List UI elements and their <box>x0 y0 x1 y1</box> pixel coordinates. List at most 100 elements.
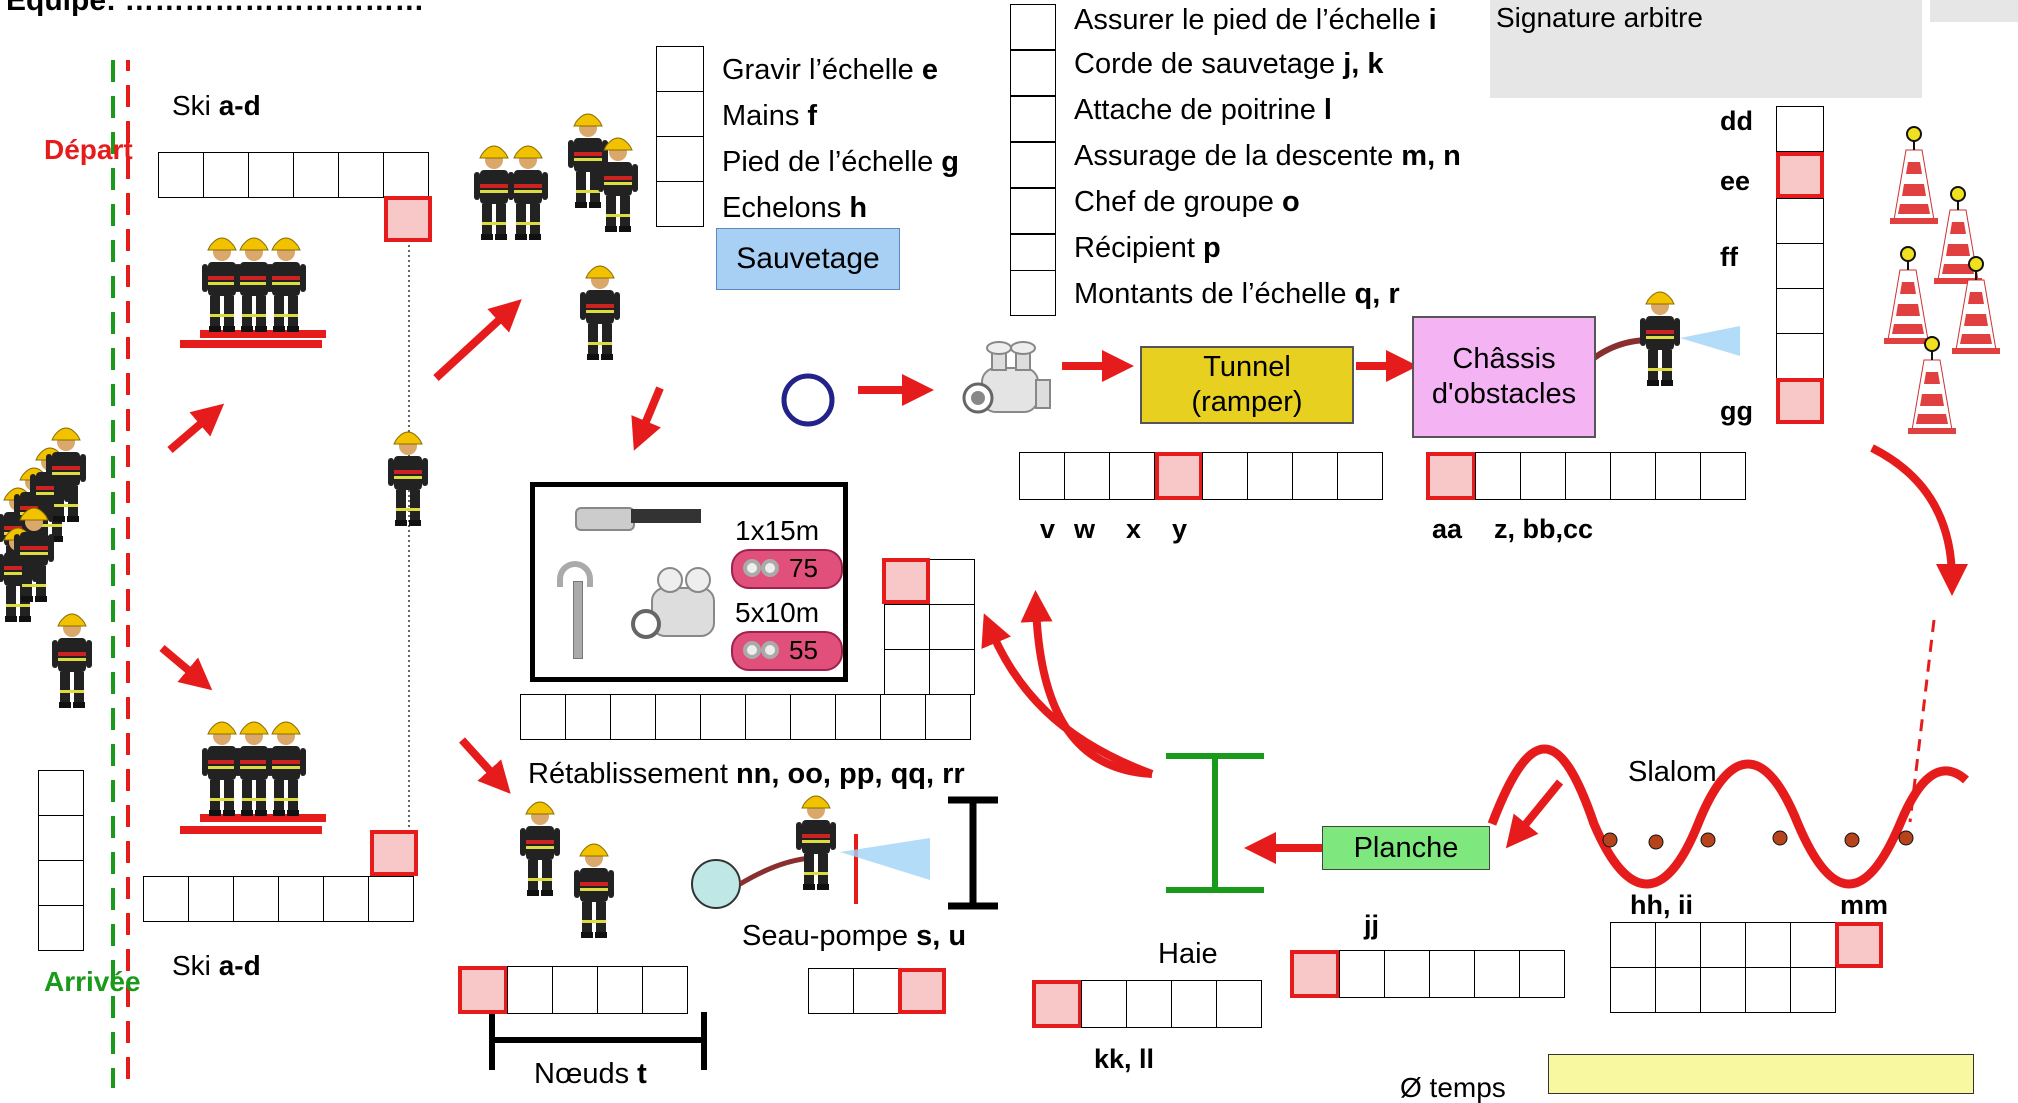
score-cell[interactable] <box>1745 922 1791 968</box>
score-cell[interactable] <box>1655 922 1701 968</box>
score-cell[interactable] <box>188 876 234 922</box>
score-cell[interactable] <box>1064 452 1110 500</box>
score-cell-highlighted[interactable] <box>1290 950 1340 998</box>
score-cell[interactable] <box>1655 452 1701 500</box>
score-cell[interactable] <box>1776 288 1824 334</box>
score-cell[interactable] <box>1171 980 1217 1028</box>
checkbox[interactable] <box>656 46 704 92</box>
score-cell[interactable] <box>248 152 294 198</box>
score-cell[interactable] <box>835 694 881 740</box>
score-cell[interactable] <box>1019 452 1065 500</box>
score-cell[interactable] <box>368 876 414 922</box>
score-cell[interactable] <box>1247 452 1293 500</box>
score-cell[interactable] <box>1565 452 1611 500</box>
score-cell[interactable] <box>790 694 836 740</box>
score-cell[interactable] <box>323 876 369 922</box>
score-cell[interactable] <box>383 152 429 198</box>
score-cell[interactable] <box>1475 452 1521 500</box>
tunnel-box[interactable]: Tunnel (ramper) <box>1140 346 1354 424</box>
score-cell[interactable] <box>1081 980 1127 1028</box>
score-cell[interactable] <box>293 152 339 198</box>
score-cell[interactable] <box>880 694 926 740</box>
score-cell[interactable] <box>929 649 975 695</box>
score-cell[interactable] <box>278 876 324 922</box>
score-cell[interactable] <box>1429 950 1475 998</box>
score-cell[interactable] <box>929 559 975 605</box>
score-cell[interactable] <box>1610 452 1656 500</box>
checkbox[interactable] <box>656 181 704 227</box>
score-cell[interactable] <box>203 152 249 198</box>
score-cell[interactable] <box>158 152 204 198</box>
score-cell[interactable] <box>1610 922 1656 968</box>
temps-field[interactable] <box>1548 1054 1974 1094</box>
score-cell[interactable] <box>853 968 899 1014</box>
score-cell[interactable] <box>1519 950 1565 998</box>
score-cell[interactable] <box>700 694 746 740</box>
score-cell-highlighted[interactable] <box>1776 152 1824 198</box>
score-cell[interactable] <box>929 604 975 650</box>
score-cell[interactable] <box>233 876 279 922</box>
score-cell[interactable] <box>1126 980 1172 1028</box>
score-cell[interactable] <box>520 694 566 740</box>
planche-box[interactable]: Planche <box>1322 826 1490 870</box>
checkbox[interactable] <box>1010 270 1056 316</box>
score-cell[interactable] <box>1745 967 1791 1013</box>
score-cell[interactable] <box>1790 967 1836 1013</box>
score-cell-highlighted[interactable] <box>1032 980 1082 1028</box>
score-cell[interactable] <box>884 604 930 650</box>
score-cell[interactable] <box>38 770 84 816</box>
score-cell[interactable] <box>552 966 598 1014</box>
score-cell[interactable] <box>143 876 189 922</box>
checkbox[interactable] <box>1010 4 1056 50</box>
score-cell-highlighted[interactable] <box>1426 452 1476 500</box>
score-cell[interactable] <box>808 968 854 1014</box>
checkbox[interactable] <box>656 91 704 137</box>
score-cell[interactable] <box>1292 452 1338 500</box>
score-cell-highlighted[interactable] <box>384 196 432 242</box>
referee-signature-box[interactable]: Signature arbitre <box>1490 0 1922 98</box>
score-cell[interactable] <box>1216 980 1262 1028</box>
score-cell[interactable] <box>1655 967 1701 1013</box>
score-cell[interactable] <box>745 694 791 740</box>
score-cell[interactable] <box>655 694 701 740</box>
checkbox[interactable] <box>1010 96 1056 142</box>
score-cell[interactable] <box>1202 452 1248 500</box>
checkbox[interactable] <box>1010 50 1056 96</box>
score-cell[interactable] <box>38 905 84 951</box>
score-cell-highlighted[interactable] <box>1155 452 1203 500</box>
score-cell-highlighted[interactable] <box>898 968 946 1014</box>
score-cell[interactable] <box>565 694 611 740</box>
score-cell[interactable] <box>1337 452 1383 500</box>
score-cell-highlighted[interactable] <box>370 830 418 876</box>
score-cell[interactable] <box>1610 967 1656 1013</box>
score-cell-highlighted[interactable] <box>1776 378 1824 424</box>
score-cell[interactable] <box>642 966 688 1014</box>
score-cell[interactable] <box>38 860 84 906</box>
score-cell[interactable] <box>1776 333 1824 379</box>
score-cell[interactable] <box>1776 243 1824 289</box>
checkbox[interactable] <box>1010 188 1056 234</box>
score-cell[interactable] <box>1700 452 1746 500</box>
score-cell[interactable] <box>925 694 971 740</box>
score-cell-highlighted[interactable] <box>1835 922 1883 968</box>
score-cell[interactable] <box>1109 452 1155 500</box>
score-cell[interactable] <box>38 815 84 861</box>
score-cell[interactable] <box>1700 922 1746 968</box>
score-cell[interactable] <box>884 649 930 695</box>
chassis-box[interactable]: Châssis d'obstacles <box>1412 316 1596 438</box>
checkbox[interactable] <box>1010 142 1056 188</box>
score-cell[interactable] <box>1520 452 1566 500</box>
score-cell[interactable] <box>1700 967 1746 1013</box>
score-cell[interactable] <box>1474 950 1520 998</box>
score-cell[interactable] <box>597 966 643 1014</box>
score-cell[interactable] <box>1776 198 1824 244</box>
score-cell[interactable] <box>1790 922 1836 968</box>
sauvetage-box[interactable]: Sauvetage <box>716 228 900 290</box>
score-cell-highlighted[interactable] <box>458 966 508 1014</box>
score-cell[interactable] <box>338 152 384 198</box>
score-cell[interactable] <box>1339 950 1385 998</box>
score-cell[interactable] <box>1384 950 1430 998</box>
checkbox[interactable] <box>656 136 704 182</box>
score-cell-highlighted[interactable] <box>882 558 930 604</box>
score-cell[interactable] <box>1776 106 1824 152</box>
